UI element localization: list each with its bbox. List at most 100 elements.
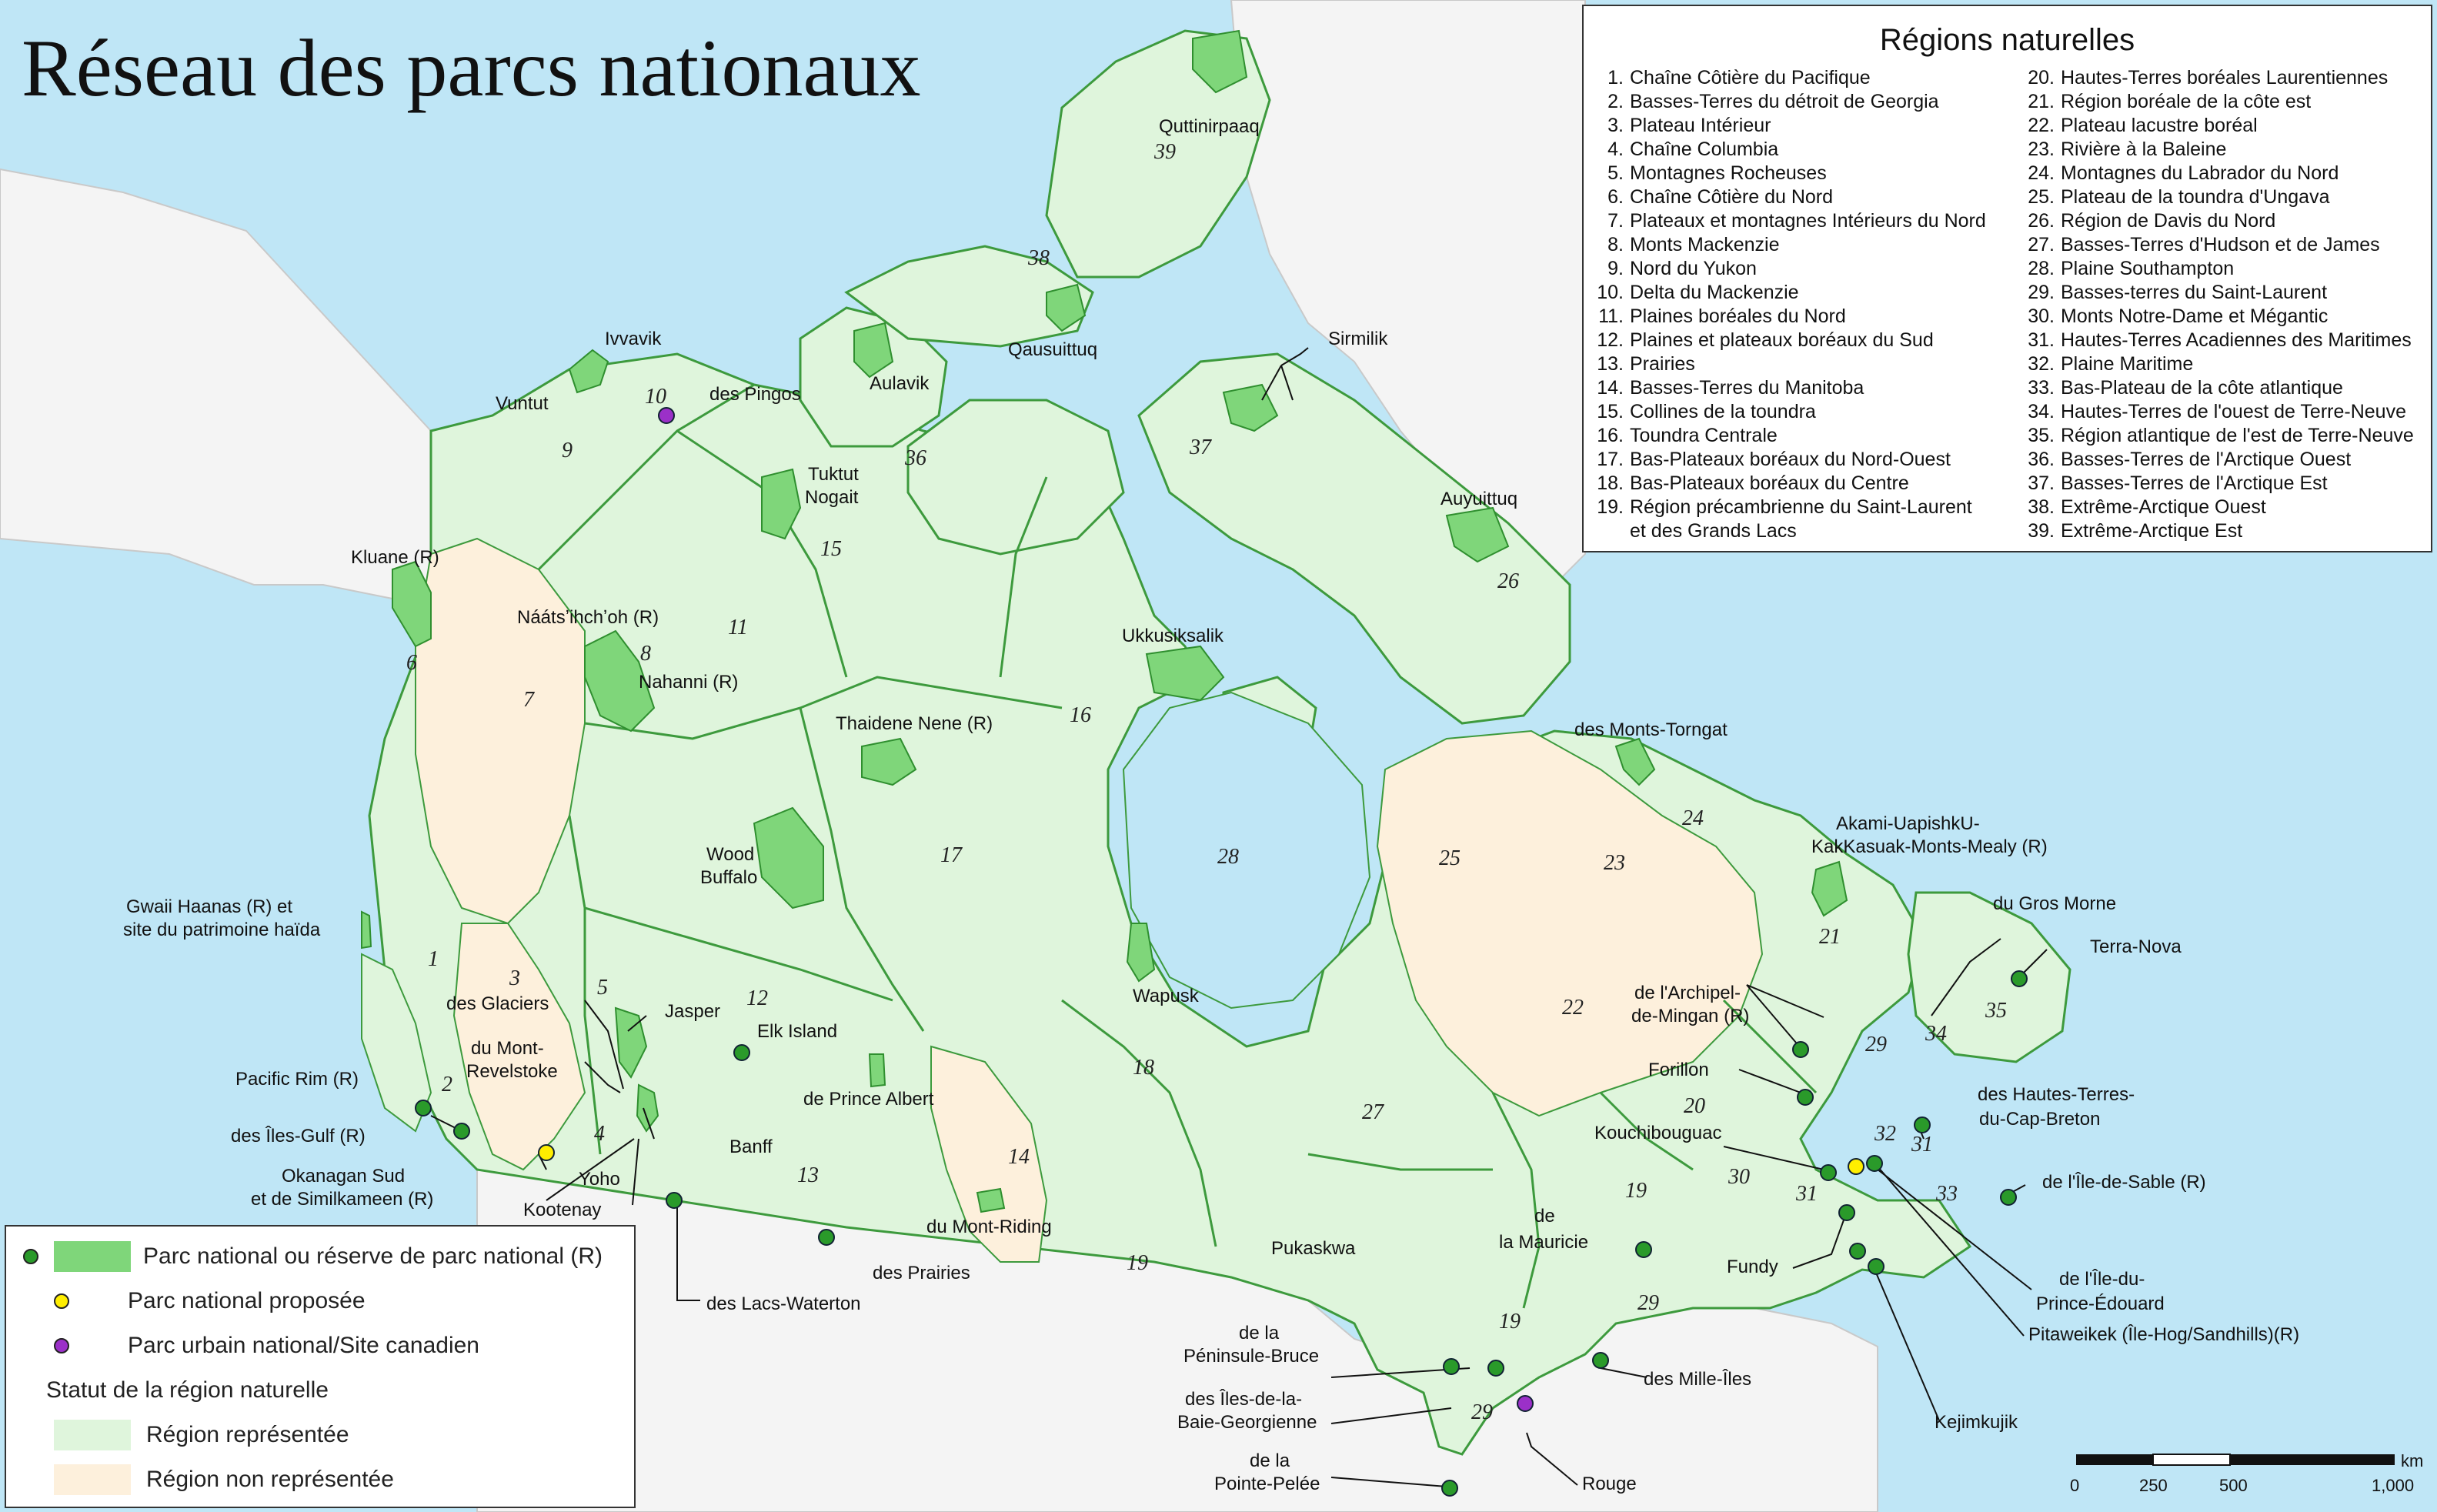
region-list-number: 5.	[1607, 162, 1624, 184]
park-dot	[1797, 1089, 1814, 1106]
urban-dot	[1517, 1395, 1534, 1412]
park-area-swatch	[54, 1241, 131, 1272]
region-list-item: 19.Région précambrienne du Saint-Laurent	[1584, 496, 1986, 519]
scale-segment	[2076, 1454, 2153, 1465]
region-list-number: 29.	[2028, 282, 2055, 303]
region-14-unrepresented	[930, 1045, 1048, 1263]
park-label-capbreton-2: du-Cap-Breton	[1979, 1109, 2100, 1130]
park-label-georgian-1: des Îles-de-la-	[1185, 1389, 1302, 1410]
region-list-item: 17.Bas-Plateaux boréaux du Nord-Ouest	[1584, 448, 1986, 472]
region-number: 17	[940, 843, 963, 867]
region-list-text: Plateau Intérieur	[1630, 115, 1771, 136]
region-list-item: 39.Extrême-Arctique Est	[2015, 519, 2414, 543]
park-label-aulavik: Aulavik	[870, 373, 930, 394]
park-label-bruce-1: de la	[1239, 1323, 1280, 1343]
regions-panel-title: Régions naturelles	[1879, 23, 2135, 57]
region-list-text: Région précambrienne du Saint-Laurent	[1630, 496, 1972, 518]
region-list-text: Région boréale de la côte est	[2061, 91, 2312, 112]
region-number: 19	[1625, 1179, 1647, 1203]
region-list-item: 28.Plaine Southampton	[2015, 257, 2414, 281]
park-dot	[733, 1044, 750, 1061]
region-number: 24	[1682, 806, 1704, 830]
region-list-item: 30.Monts Notre-Dame et Mégantic	[2015, 305, 2414, 329]
region-list-text: Basses-Terres de l'Arctique Ouest	[2061, 449, 2352, 470]
region-list-number: 1.	[1607, 67, 1624, 88]
legend-urban-label: Parc urbain national/Site canadien	[128, 1333, 479, 1358]
region-number: 14	[1008, 1145, 1030, 1169]
region-number: 5	[597, 976, 608, 1000]
park-dot	[1792, 1041, 1809, 1058]
region-number: 26	[1497, 569, 1519, 593]
region-list-item: 23.Rivière à la Baleine	[2015, 138, 2414, 162]
park-label-mingan-2: de-Mingan (R)	[1631, 1006, 1749, 1026]
region-number: 11	[728, 616, 748, 639]
park-label-fundy: Fundy	[1727, 1257, 1778, 1277]
island-victoria	[906, 399, 1125, 556]
region-list-item: 38.Extrême-Arctique Ouest	[2015, 496, 2414, 519]
island-baffin	[1137, 352, 1571, 725]
island-banks	[799, 306, 948, 448]
park-dot	[1914, 1116, 1931, 1133]
region-list-text: Basses-Terres de l'Arctique Est	[2061, 472, 2328, 494]
region-list-text: Montagnes Rocheuses	[1630, 162, 1827, 184]
region-number: 27	[1362, 1100, 1384, 1124]
region-list-text: Hautes-Terres boréales Laurentiennes	[2061, 67, 2389, 88]
region-list-item: 32.Plaine Maritime	[2015, 352, 2414, 376]
region-list-text: Bas-Plateaux boréaux du Nord-Ouest	[1630, 449, 1951, 470]
not-represented-swatch	[54, 1464, 131, 1495]
region-list-item: 20. Hautes-Terres boréales Laurentiennes	[2015, 66, 2414, 90]
park-label-okanagan-2: et de Similkameen (R)	[251, 1189, 433, 1210]
park-label-wood-2: Buffalo	[700, 867, 757, 888]
park-label-tuktut-1: Tuktut	[808, 464, 859, 485]
region-list-text: Basses-Terres du détroit de Georgia	[1630, 91, 1939, 112]
scale-tick-0: 0	[2070, 1476, 2079, 1495]
region-list-text: Région atlantique de l'est de Terre-Neuv…	[2061, 425, 2414, 446]
region-number: 7	[523, 688, 535, 712]
park-label-pingos: des Pingos	[709, 384, 801, 405]
park-label-pelee-2: Pointe-Pelée	[1214, 1474, 1320, 1494]
region-3-unrepresented	[452, 923, 586, 1171]
park-label-ukkusiksalik: Ukkusiksalik	[1122, 626, 1224, 646]
park-label-albert: de Prince Albert	[803, 1089, 934, 1110]
region-list-number: 35.	[2028, 425, 2055, 446]
region-list-number: 7.	[1607, 210, 1624, 232]
park-label-elk: Elk Island	[757, 1021, 837, 1042]
region-list-item: 7.Plateaux et montagnes Intérieurs du No…	[1584, 209, 1986, 233]
park-label-yoho: Yoho	[579, 1169, 620, 1190]
region-list-text: Plateau lacustre boréal	[2061, 115, 2258, 136]
urban-dot-swatch	[54, 1338, 69, 1353]
legend-park-label: Parc national ou réserve de parc nationa…	[143, 1243, 603, 1269]
region-list-text: Delta du Mackenzie	[1630, 282, 1799, 303]
park-label-wapusk: Wapusk	[1133, 986, 1200, 1006]
region-number: 19	[1499, 1310, 1521, 1333]
region-list-number: 21.	[2028, 91, 2055, 112]
region-list-number: 20.	[2028, 67, 2055, 88]
region-list-number: 23.	[2028, 139, 2055, 160]
region-list-item: 10.Delta du Mackenzie	[1584, 281, 1986, 305]
region-list-item: 1.Chaîne Côtière du Pacifique	[1584, 66, 1986, 90]
proposed-dot-swatch	[54, 1293, 69, 1309]
region-list-number: 4.	[1607, 139, 1624, 160]
region-list-item: 22.Plateau lacustre boréal	[2015, 114, 2414, 138]
region-number: 28	[1217, 845, 1239, 869]
region-number: 31	[1911, 1133, 1933, 1157]
region-number: 1	[428, 947, 439, 971]
park-label-akami-2: KakKasuak-Monts-Mealy (R)	[1811, 836, 2048, 857]
park-label-rouge: Rouge	[1582, 1474, 1637, 1494]
region-list-item: 8.Monts Mackenzie	[1584, 233, 1986, 257]
region-list-text: Plateau de la toundra d'Ungava	[2061, 186, 2330, 208]
region-number: 6	[406, 651, 417, 675]
region-number: 29	[1637, 1291, 1659, 1315]
park-label-auyuittuq: Auyuittuq	[1441, 489, 1517, 509]
park-dot-swatch	[23, 1249, 38, 1264]
scale-bar: km 0 250 500 1,000	[2070, 1451, 2423, 1495]
region-list-text: Monts Mackenzie	[1630, 234, 1780, 255]
region-number: 20	[1684, 1094, 1705, 1118]
region-list-item: 15.Collines de la toundra	[1584, 400, 1986, 424]
scale-segment	[2230, 1454, 2395, 1465]
legend-row-park: Parc national ou réserve de parc nationa…	[6, 1237, 603, 1276]
park-label-quttinirpaaq: Quttinirpaaq	[1159, 116, 1260, 137]
scale-tick-1000: 1,000	[2372, 1476, 2414, 1495]
park-label-naats: Náátsʼihchʼoh (R)	[517, 607, 659, 628]
park-label-georgian-2: Baie-Georgienne	[1177, 1412, 1317, 1433]
